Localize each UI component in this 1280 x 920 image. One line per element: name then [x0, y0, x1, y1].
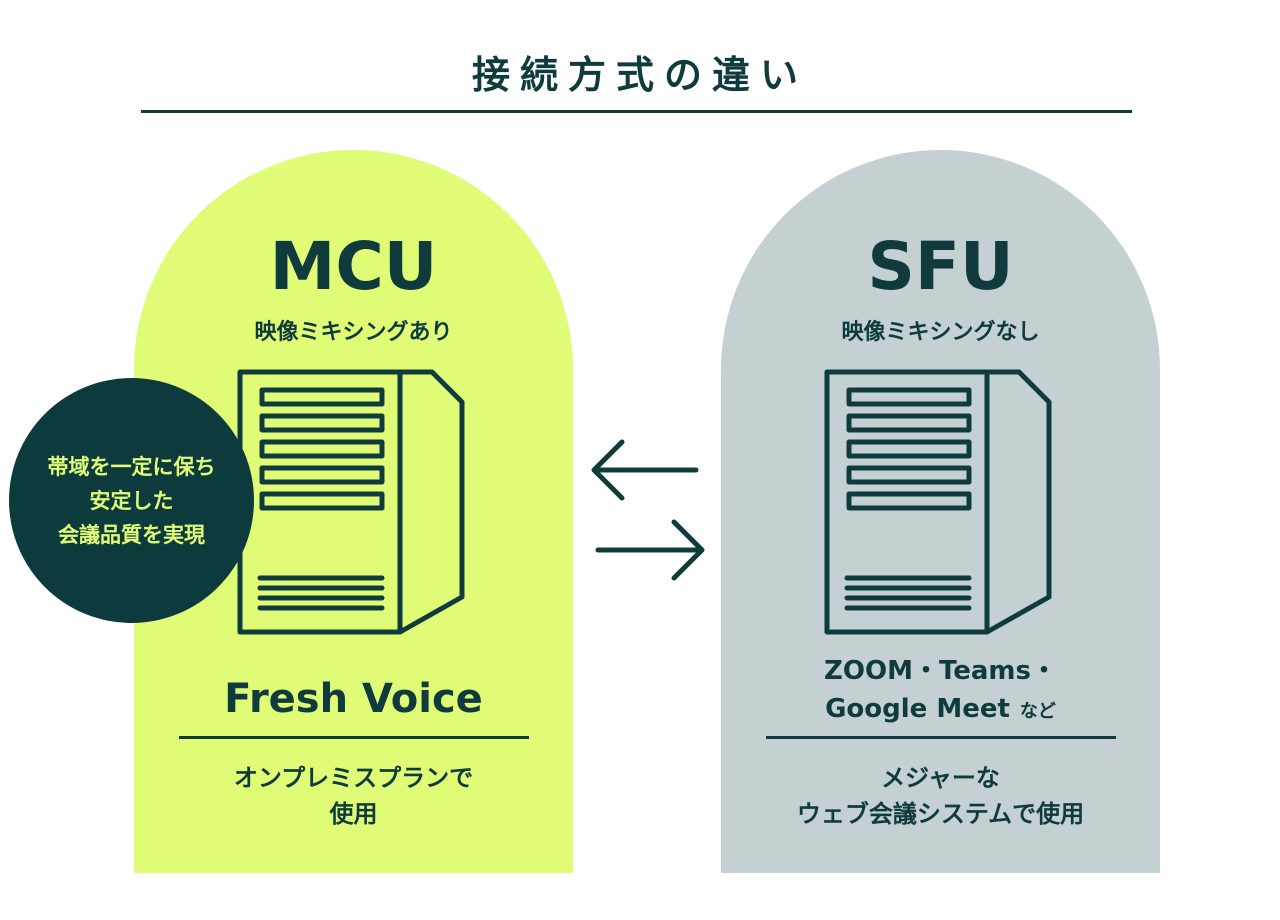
server-icon [824, 369, 1052, 635]
sfu-title: SFU [867, 228, 1014, 305]
mcu-usage-line: 使用 [329, 800, 378, 828]
sfu-products-line: ZOOM・Teams・ [824, 656, 1057, 686]
mcu-divider [179, 736, 529, 739]
badge-line: 安定した [89, 488, 174, 513]
sfu-products: ZOOM・Teams・ Google Meet など [721, 652, 1160, 731]
mcu-usage: オンプレミスプランで 使用 [134, 760, 573, 832]
sfu-divider [766, 736, 1116, 739]
badge-line: 帯域を一定に保ち [47, 454, 216, 479]
server-icon [237, 369, 465, 635]
mcu-subtitle: 映像ミキシングあり [254, 320, 453, 345]
mcu-product: Fresh Voice [224, 676, 483, 722]
exchange-arrows [591, 439, 705, 581]
sfu-products-line: Google Meet など [721, 690, 1160, 731]
mcu-usage-line: オンプレミスプランで [233, 764, 474, 792]
sfu-product-google-meet: Google Meet [825, 694, 1010, 724]
sfu-usage-line: ウェブ会議システムで使用 [796, 800, 1085, 828]
page-title: 接続方式の違い [471, 53, 808, 97]
title-divider [141, 110, 1132, 113]
sfu-usage-line: メジャーな [881, 764, 1000, 792]
sfu-subtitle: 映像ミキシングなし [841, 320, 1040, 345]
sfu-products-suffix: など [1019, 701, 1056, 722]
mcu-feature-badge: 帯域を一定に保ち 安定した 会議品質を実現 [9, 378, 254, 623]
arrow-left-icon [591, 439, 699, 501]
mcu-title: MCU [269, 228, 438, 305]
badge-line: 会議品質を実現 [58, 522, 205, 547]
sfu-usage: メジャーな ウェブ会議システムで使用 [721, 760, 1160, 832]
arrow-right-icon [595, 519, 705, 581]
